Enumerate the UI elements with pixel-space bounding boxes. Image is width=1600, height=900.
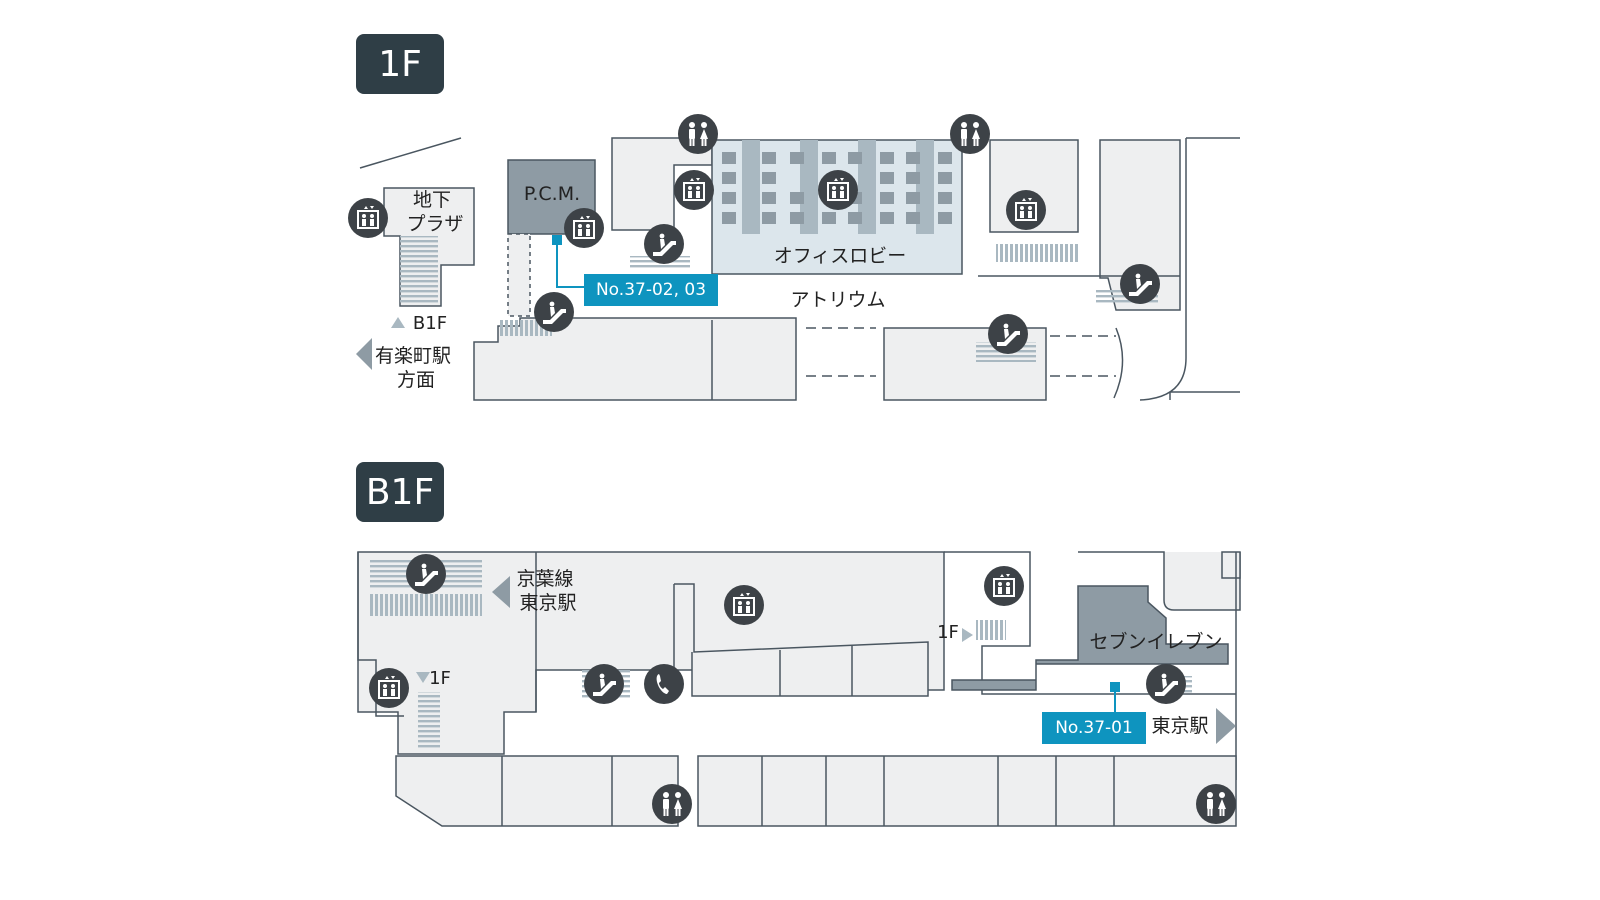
wall-line — [357, 552, 404, 717]
label-1f-link-a: 1F — [429, 668, 451, 689]
label-b1f-link: B1F — [413, 313, 447, 334]
elevator-icon — [1006, 190, 1046, 230]
elevator-icon — [724, 585, 764, 625]
spot-leader — [556, 245, 584, 288]
label-yurakucho: 有楽町駅 方面 — [375, 345, 457, 391]
up-arrow-icon — [391, 317, 405, 328]
room-b1f-bottom-right — [697, 755, 1237, 827]
elevator-icon — [564, 208, 604, 248]
escalator-icon — [1146, 664, 1186, 704]
room-pcm — [507, 159, 596, 235]
label-seven-eleven: セブンイレブン — [1089, 630, 1222, 653]
elevator-icon — [674, 170, 714, 210]
label-atrium: アトリウム — [790, 289, 885, 311]
escalator-icon — [406, 554, 446, 594]
stairs — [418, 692, 440, 748]
label-tokyo-station: 東京駅 — [1151, 715, 1208, 737]
room-b1f-small — [1221, 551, 1241, 579]
restroom-icon — [950, 114, 990, 154]
lobby-grid — [742, 140, 934, 234]
lobby-columns — [722, 152, 952, 224]
corridor-dashed — [1050, 335, 1116, 377]
elevator-icon — [818, 170, 858, 210]
wall-line — [359, 137, 462, 169]
floor-b1f-plan — [357, 551, 1241, 827]
restroom-icon — [678, 114, 718, 154]
escalator-icon — [584, 664, 624, 704]
spot-tag-b1f[interactable]: No.37-01 — [1042, 712, 1146, 744]
label-1f-link-b: 1F — [937, 622, 959, 643]
corridor-dashed — [806, 327, 876, 377]
floor-badge-b1f: B1F — [356, 462, 444, 522]
left-arrow-icon — [356, 338, 372, 370]
down-arrow-icon — [416, 672, 430, 683]
escalator-icon — [644, 224, 684, 264]
elevator-icon — [348, 198, 388, 238]
restroom-icon — [652, 784, 692, 824]
left-arrow-icon — [492, 576, 510, 608]
outer-wall — [1139, 137, 1240, 401]
room-b1f-right-top — [1078, 551, 1241, 611]
spot-tag-1f[interactable]: No.37-02, 03 — [584, 274, 718, 306]
room-1f-right-b — [1099, 139, 1181, 311]
elevator-icon — [984, 566, 1024, 606]
stairs — [400, 236, 438, 304]
escalator-icon — [534, 292, 574, 332]
room-b1f-shops — [674, 583, 929, 697]
corridor-dashed — [507, 233, 531, 317]
label-office-lobby: オフィスロビー — [774, 245, 907, 267]
spot-marker — [1110, 682, 1120, 692]
restroom-icon — [1196, 784, 1236, 824]
elevator-icon — [369, 668, 409, 708]
stairs — [996, 244, 1078, 262]
label-chika-plaza: 地下 プラザ — [406, 189, 463, 235]
right-arrow-icon — [962, 628, 973, 642]
floor-badge-1f: 1F — [356, 34, 444, 94]
spot-marker — [552, 235, 562, 245]
phone-icon — [644, 664, 684, 704]
label-keiyo-line: 京葉線 東京駅 — [516, 568, 579, 614]
escalator-icon — [1120, 264, 1160, 304]
right-arrow-icon — [1216, 708, 1236, 744]
room-seven-eleven — [951, 585, 1229, 691]
stairs — [976, 620, 1006, 640]
room-b1f-bottom-left — [395, 755, 679, 827]
wall-line — [944, 551, 1236, 695]
floor-1f-plan — [359, 137, 1240, 401]
stairs — [370, 594, 482, 616]
escalator-icon — [988, 314, 1028, 354]
outer-wall — [1113, 327, 1124, 399]
label-pcm: P.C.M. — [524, 183, 580, 205]
